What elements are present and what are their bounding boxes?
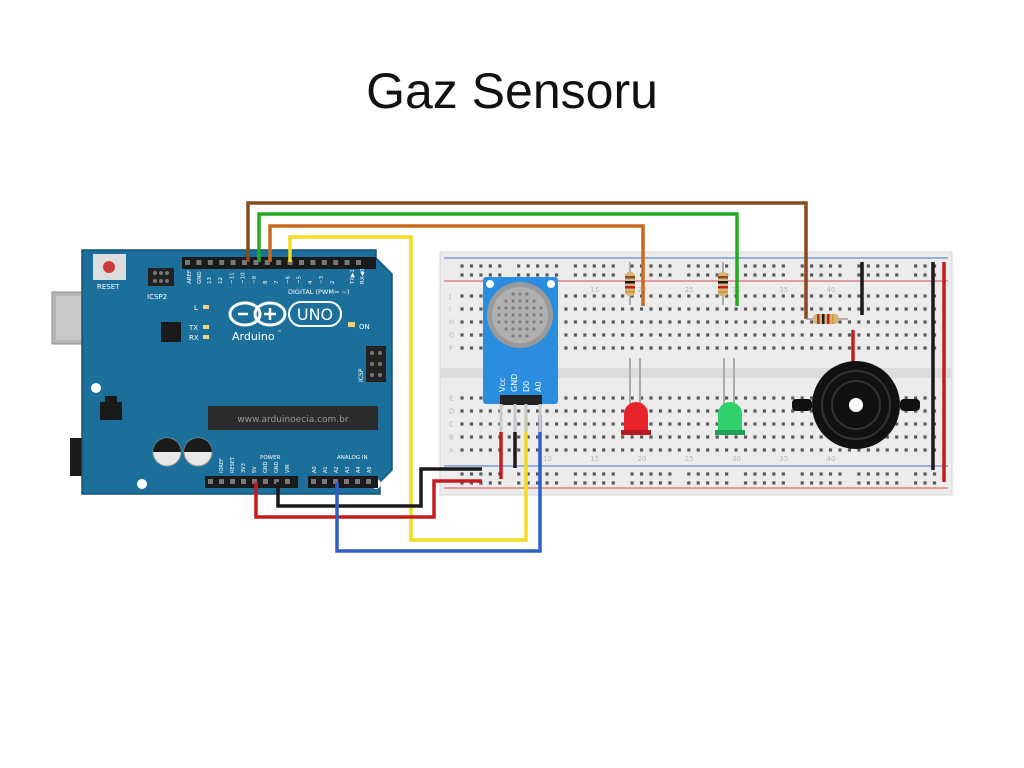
tx-label: TX bbox=[188, 324, 198, 332]
breadboard-col-number: 35 bbox=[779, 455, 788, 463]
analog-pin-label: A5 bbox=[367, 466, 373, 473]
breadboard-col-number: 40 bbox=[827, 455, 836, 463]
breadboard-column-numbers: 1010151520202525303035354040 bbox=[543, 286, 835, 463]
breadboard-col-number: 25 bbox=[685, 286, 694, 294]
digital-pin-label: ~10 bbox=[241, 272, 247, 284]
digital-pin-label: 2 bbox=[330, 281, 336, 285]
digital-pin-label: 13 bbox=[207, 277, 213, 284]
led-red bbox=[621, 358, 651, 435]
arduino-brand: Arduino bbox=[232, 330, 275, 343]
l-led-label: L bbox=[194, 304, 198, 312]
digital-label: DIGITAL (PWM= ~) bbox=[288, 288, 349, 296]
breadboard-row-letter: G bbox=[449, 332, 454, 340]
resistor-3 bbox=[806, 314, 848, 324]
icsp-header bbox=[366, 346, 386, 382]
resistor-2 bbox=[718, 262, 728, 305]
digital-pin-label: ~6 bbox=[285, 275, 291, 284]
wire-yellow bbox=[288, 235, 528, 542]
digital-pin-label: ~3 bbox=[319, 275, 325, 284]
analog-in-label: ANALOG IN bbox=[337, 455, 368, 461]
analog-pin-label: A4 bbox=[356, 466, 362, 473]
piezo-buzzer bbox=[792, 361, 920, 449]
analog-pin-label: A1 bbox=[323, 466, 329, 473]
digital-pin-labels: 13 12 ~11 ~10 ~9 8 7 ~6 ~5 4 ~3 2 bbox=[207, 272, 336, 284]
breadboard-col-number: 30 bbox=[732, 455, 741, 463]
reset-pin-label: RESET bbox=[230, 456, 236, 473]
breadboard-col-number: 10 bbox=[543, 455, 552, 463]
chip-small bbox=[161, 322, 181, 342]
breadboard-row-letter: E bbox=[449, 395, 453, 403]
wire-brown bbox=[246, 201, 808, 319]
reset-label: RESET bbox=[97, 283, 120, 291]
gnd2-label: GND bbox=[274, 461, 280, 473]
analog-pin-label: A0 bbox=[312, 466, 318, 473]
resistor-1 bbox=[625, 262, 635, 305]
breadboard-col-number: 15 bbox=[590, 455, 599, 463]
breadboard-row-letter: F bbox=[449, 345, 453, 353]
led-green bbox=[715, 358, 745, 435]
breadboard-col-number: 25 bbox=[685, 455, 694, 463]
ioref-label: IOREF bbox=[219, 458, 225, 473]
atmega-chip bbox=[208, 406, 378, 430]
breadboard-col-number: 15 bbox=[590, 286, 599, 294]
wire-black-gnd bbox=[276, 467, 482, 508]
digital-pin-label: 7 bbox=[274, 280, 280, 284]
icsp-label: ICSP bbox=[358, 368, 365, 382]
breadboard-row-letter: D bbox=[449, 408, 454, 416]
aref-label: AREF bbox=[187, 270, 193, 284]
wire-blue bbox=[335, 415, 542, 553]
gnd1-label: GND bbox=[263, 461, 269, 473]
breadboard-col-number: 40 bbox=[827, 286, 836, 294]
breadboard-row-letter: B bbox=[449, 434, 454, 442]
on-label: ON bbox=[359, 323, 370, 331]
vin-label: VIN bbox=[285, 464, 291, 473]
analog-pin-label: A3 bbox=[345, 466, 351, 473]
breadboard-col-number: 20 bbox=[638, 455, 647, 463]
power-header bbox=[205, 476, 298, 488]
gas-sensor-module: Vcc GND D0 A0 bbox=[483, 277, 558, 432]
trademark: ™ bbox=[277, 330, 282, 336]
wire-green bbox=[257, 212, 739, 306]
digital-pin-label: 12 bbox=[218, 277, 224, 284]
sensor-pin-d0-label: D0 bbox=[522, 381, 531, 392]
icsp2-label: ICSP2 bbox=[147, 293, 167, 301]
arduino-logo bbox=[228, 301, 342, 327]
rx0-label: RX◀0 bbox=[360, 268, 366, 284]
digital-pin-label: ~9 bbox=[252, 275, 258, 284]
breadboard-col-number: 35 bbox=[779, 286, 788, 294]
rx-label: RX bbox=[189, 334, 199, 342]
digital-pin-label: 4 bbox=[308, 280, 314, 284]
wires bbox=[246, 201, 946, 553]
gnd-label-top: GND bbox=[197, 271, 203, 284]
sensor-pin-a0-label: A0 bbox=[534, 381, 543, 392]
tx1-label: TX▶1 bbox=[350, 269, 356, 285]
power-label: POWER bbox=[260, 455, 281, 461]
sensor-pins bbox=[499, 404, 542, 432]
breadboard-row-letter: A bbox=[449, 447, 454, 455]
breadboard-row-letter: I bbox=[449, 306, 451, 314]
3v3-label: 3V3 bbox=[241, 463, 247, 473]
breadboard-row-letter: J bbox=[448, 293, 451, 301]
sensor-pin-vcc-label: Vcc bbox=[498, 378, 507, 392]
uno-text: UNO bbox=[297, 305, 333, 324]
sensor-pin-gnd-label: GND bbox=[510, 374, 519, 392]
digital-pin-label: 8 bbox=[263, 280, 269, 284]
5v-label: 5V bbox=[252, 466, 258, 473]
analog-pin-label: A2 bbox=[334, 466, 340, 473]
website-url: www.arduinoecia.com.br bbox=[237, 415, 348, 425]
breadboard-row-letter: H bbox=[449, 319, 454, 327]
wire-orange bbox=[268, 224, 645, 306]
wire-red-power bbox=[254, 479, 482, 519]
slide-title: Gaz Sensoru bbox=[366, 63, 658, 119]
digital-pin-label: ~5 bbox=[297, 275, 303, 284]
breadboard-row-letter: C bbox=[449, 421, 454, 429]
icsp2-header bbox=[148, 268, 174, 286]
analog-pin-labels: A0 A1 A2 A3 A4 A5 bbox=[312, 466, 373, 473]
digital-pin-label: ~11 bbox=[229, 272, 235, 284]
